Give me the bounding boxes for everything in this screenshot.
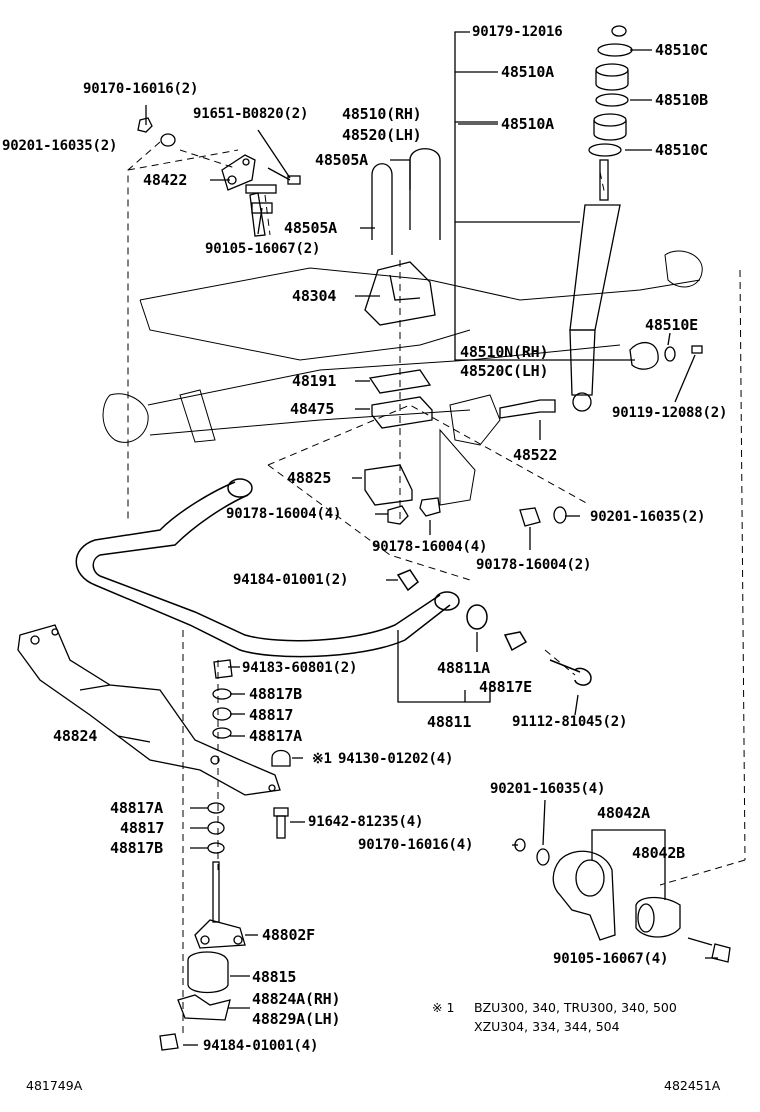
part-label-90105-16067-4: 90105-16067(4) (553, 951, 669, 967)
part-label-90178-16004-2: 90178-16004(2) (476, 557, 592, 573)
part-label-48811A: 48811A (437, 659, 490, 677)
part-label-91112-81045-2: 91112-81045(2) (512, 714, 628, 730)
stabilizer-bar (75, 478, 592, 686)
illustration-code-left: 481749A (26, 1078, 83, 1093)
part-label-90178-16004-4-left: 90178-16004(4) (226, 506, 342, 522)
u-bolts (364, 148, 441, 326)
part-label-90170-16016-2: 90170-16016(2) (83, 81, 199, 97)
footnote-line-1: BZU300, 340, TRU300, 340, 500 (474, 1000, 677, 1015)
part-label-90119-12088-2: 90119-12088(2) (612, 405, 728, 421)
part-label-48510-RH: 48510(RH) (342, 105, 422, 123)
part-label-48817A-upper: 48817A (249, 727, 302, 745)
note-marker-inline: ※1 (312, 751, 332, 767)
part-label-90201-16035-2-right: 90201-16035(2) (590, 509, 706, 525)
part-label-48510A-lower: 48510A (501, 115, 554, 133)
part-label-48824A-RH: 48824A(RH) (252, 990, 341, 1008)
part-label-48042B: 48042B (632, 844, 685, 862)
shock-absorber (569, 25, 703, 412)
part-label-48817B-upper: 48817B (249, 685, 302, 703)
part-label-48510A-upper: 48510A (501, 63, 554, 81)
part-label-48802F: 48802F (262, 926, 315, 944)
part-label-94184-01001-2: 94184-01001(2) (233, 572, 349, 588)
part-label-48304: 48304 (292, 287, 337, 305)
part-label-48825: 48825 (287, 469, 332, 487)
part-label-48817-lower: 48817 (120, 819, 165, 837)
part-label-48510C-top: 48510C (655, 41, 708, 59)
part-label-48191: 48191 (292, 372, 337, 390)
stabilizer-bracket-plate (17, 624, 281, 796)
part-label-48510N-RH: 48510N(RH) (460, 343, 549, 361)
part-label-90178-16004-4-center: 90178-16004(4) (372, 539, 488, 555)
part-label-48815: 48815 (252, 968, 297, 986)
part-label-48520C-LH: 48520C(LH) (460, 362, 549, 380)
stabilizer-link-stack (159, 659, 291, 1051)
part-label-48510C-lower: 48510C (655, 141, 708, 159)
bushing-assembly (514, 838, 731, 963)
dashed-guides (127, 141, 746, 1035)
part-label-94130-01202-4: 94130-01202(4) (338, 751, 454, 767)
part-label-48505A-lower: 48505A (284, 219, 337, 237)
part-label-90105-16067-2: 90105-16067(2) (205, 241, 321, 257)
part-label-48829A-LH: 48829A(LH) (252, 1010, 341, 1028)
part-label-48817A-lower: 48817A (110, 799, 163, 817)
illustration-code-right: 482451A (664, 1078, 721, 1093)
axle-frame (102, 250, 703, 506)
part-label-91642-81235-4: 91642-81235(4) (308, 814, 424, 830)
footnote-marker: ※ 1 (432, 1000, 455, 1015)
part-label-48817B-lower: 48817B (110, 839, 163, 857)
shock-bracket (137, 117, 301, 237)
part-label-90179-12016: 90179-12016 (472, 24, 563, 40)
part-label-94183-60801-2: 94183-60801(2) (242, 660, 358, 676)
part-label-48811: 48811 (427, 713, 472, 731)
part-label-90201-16035-4: 90201-16035(4) (490, 781, 606, 797)
part-label-48422: 48422 (143, 171, 188, 189)
part-label-48817E: 48817E (479, 678, 532, 696)
part-label-48520-LH: 48520(LH) (342, 126, 422, 144)
part-label-48042A: 48042A (597, 804, 650, 822)
part-label-48510E: 48510E (645, 316, 698, 334)
part-label-48824: 48824 (53, 727, 98, 745)
part-label-48475: 48475 (290, 400, 335, 418)
footnote-line-2: XZU304, 334, 344, 504 (474, 1019, 620, 1034)
pads (364, 369, 567, 527)
part-label-91651-B0820-2: 91651-B0820(2) (193, 106, 309, 122)
part-label-48505A-upper: 48505A (315, 151, 368, 169)
part-label-48817-upper: 48817 (249, 706, 294, 724)
part-label-90201-16035-2-upper: 90201-16035(2) (2, 138, 118, 154)
part-label-48522: 48522 (513, 446, 558, 464)
part-label-94184-01001-4: 94184-01001(4) (203, 1038, 319, 1054)
part-label-48510B: 48510B (655, 91, 708, 109)
part-label-90170-16016-4: 90170-16016(4) (358, 837, 474, 853)
